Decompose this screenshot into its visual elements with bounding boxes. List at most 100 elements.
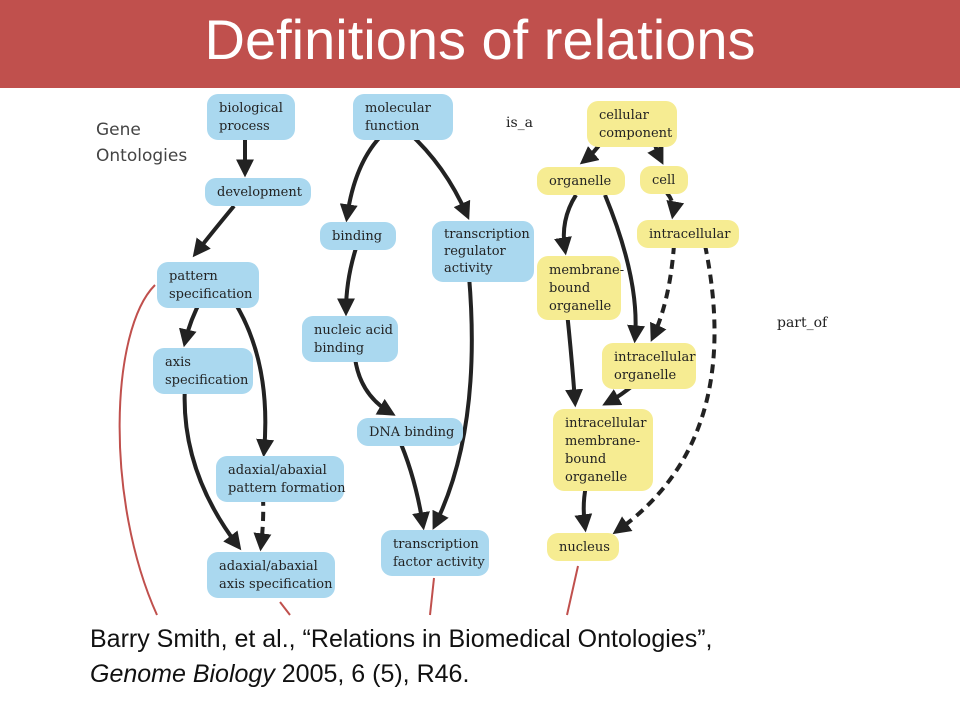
heading-line-2: Ontologies [96, 146, 187, 166]
slide-title: Definitions of relations [204, 8, 756, 71]
node-shape [537, 256, 621, 320]
citation-line-1: Barry Smith, et al., “Relations in Biome… [90, 625, 713, 653]
edge-is-a-pattern-specification-to-adaxial-abaxial-pattern-formation [230, 296, 275, 458]
node-shape [553, 409, 653, 491]
node-label-line: bound [565, 452, 606, 467]
node-shape [602, 343, 696, 389]
node-label-line: molecular [365, 101, 432, 116]
node-label-line: organelle [549, 299, 611, 314]
node-nucleic-acid-binding: nucleic acid binding [302, 316, 398, 362]
node-shape [320, 222, 396, 250]
edge-is-a-molecular-function-to-binding [339, 130, 387, 223]
node-intracellular-membrane-bound-organelle: intracellular membrane-bound organelle [553, 409, 653, 491]
node-label-line: function [365, 119, 420, 134]
node-shape [157, 262, 259, 308]
node-label-line: membrane- [565, 434, 640, 449]
node-label-line: activity [444, 261, 493, 276]
edge-is-a-development-to-pattern-specification [192, 204, 236, 258]
node-shape [207, 94, 295, 140]
node-label-line: component [599, 126, 673, 141]
node-label-line: adaxial/abaxial [219, 559, 318, 574]
node-pattern-specification: pattern specification [157, 262, 259, 308]
node-label-line: adaxial/abaxial [228, 463, 327, 478]
node-adaxial-abaxial-pattern-formation: adaxial/abaxial pattern formation [216, 456, 346, 502]
citation: Barry Smith, et al., “Relations in Biome… [90, 622, 950, 692]
node-label-line: factor activity [393, 555, 485, 570]
edge-is-a-transcription-regulator-activity-to-transcription-factor-activity [432, 275, 474, 530]
node-label-line: development [217, 185, 303, 200]
node-label-line: transcription [444, 227, 530, 242]
legend-is-a: is_a [506, 115, 533, 131]
node-shape [302, 316, 398, 362]
node-label-line: organelle [614, 368, 676, 383]
node-label-line: specification [165, 373, 249, 388]
title-bar: Definitions of relations [0, 0, 960, 88]
node-label-line: intracellular [565, 416, 647, 431]
edge-is-a-binding-to-nucleic-acid-binding [337, 247, 358, 317]
node-label-line: DNA binding [369, 425, 454, 440]
node-shape [381, 530, 489, 576]
edge-part-of-intracellular-to-intracellular-organelle [650, 244, 676, 342]
node-label-line: biological [219, 101, 283, 116]
red-connector-line-4 [566, 565, 579, 616]
node-label-line: intracellular [649, 227, 731, 242]
node-label-line: binding [332, 229, 382, 244]
edge-is-a-dna-binding-to-transcription-factor-activity [396, 436, 430, 531]
node-label-line: bound [549, 281, 590, 296]
node-label-line: cellular [599, 108, 650, 123]
node-transcription-regulator-activity: transcription regulator activity [432, 221, 534, 282]
citation-line-2: Genome Biology 2005, 6 (5), R46. [90, 657, 950, 692]
edge-part-of-cell-to-intracellular [665, 191, 685, 220]
node-cellular-component: cellular component [587, 101, 677, 147]
node-shape [587, 101, 677, 147]
node-molecular-function: molecular function [353, 94, 453, 140]
node-intracellular: intracellular [637, 220, 739, 248]
node-shape [357, 418, 463, 446]
node-shape [637, 220, 739, 248]
node-cell: cell [640, 166, 688, 194]
node-label-line: nucleic acid [314, 323, 393, 338]
node-label-line: nucleus [559, 540, 610, 555]
node-shape [432, 221, 534, 282]
node-label-line: organelle [565, 470, 627, 485]
node-label-line: organelle [549, 174, 611, 189]
citation-journal: Genome Biology [90, 660, 275, 688]
edge-is-a-molecular-function-to-transcription-regulator-activity [406, 130, 471, 220]
legend-part-of: part_of [777, 315, 829, 331]
node-organelle: organelle [537, 167, 625, 195]
node-shape [153, 348, 253, 394]
edge-is-a-membrane-bound-organelle-to-intracellular-membrane-bound-organelle [565, 311, 584, 408]
node-label-line: pattern formation [228, 481, 346, 496]
edge-part-of-adaxial-abaxial-pattern-formation-to-adaxial-abaxial-axis-specification [253, 496, 272, 552]
edge-is-a-nucleic-acid-binding-to-dna-binding [353, 357, 396, 416]
red-connector-line-2 [279, 601, 291, 616]
node-label-line: pattern [169, 269, 218, 284]
node-label-line: specification [169, 287, 253, 302]
node-shape [205, 178, 311, 206]
node-transcription-factor-activity: transcription factor activity [381, 530, 489, 576]
node-shape [207, 552, 335, 598]
node-intracellular-organelle: intracellular organelle [602, 343, 696, 389]
node-shape [216, 456, 344, 502]
citation-details: 2005, 6 (5), R46. [274, 660, 470, 688]
node-label-line: regulator [444, 244, 507, 259]
red-connector-lines [118, 284, 579, 616]
red-connector-line-1 [118, 284, 158, 616]
node-label-line: binding [314, 341, 364, 356]
heading-line-1: Gene [96, 120, 141, 140]
node-label-line: transcription [393, 537, 479, 552]
edge-is-a-organelle-to-intracellular-organelle [603, 194, 646, 344]
node-shape [353, 94, 453, 140]
edge-is-a-intracellular-membrane-bound-organelle-to-nucleus [574, 485, 593, 533]
edge-is-a-axis-specification-to-adaxial-abaxial-axis-specification [182, 384, 242, 551]
edge-part-of-intracellular-to-nucleus [612, 244, 717, 535]
node-label-line: intracellular [614, 350, 696, 365]
node-development: development [205, 178, 311, 206]
edge-is-a-organelle-to-membrane-bound-organelle [554, 193, 578, 256]
node-dna-binding: DNA binding [357, 418, 463, 446]
